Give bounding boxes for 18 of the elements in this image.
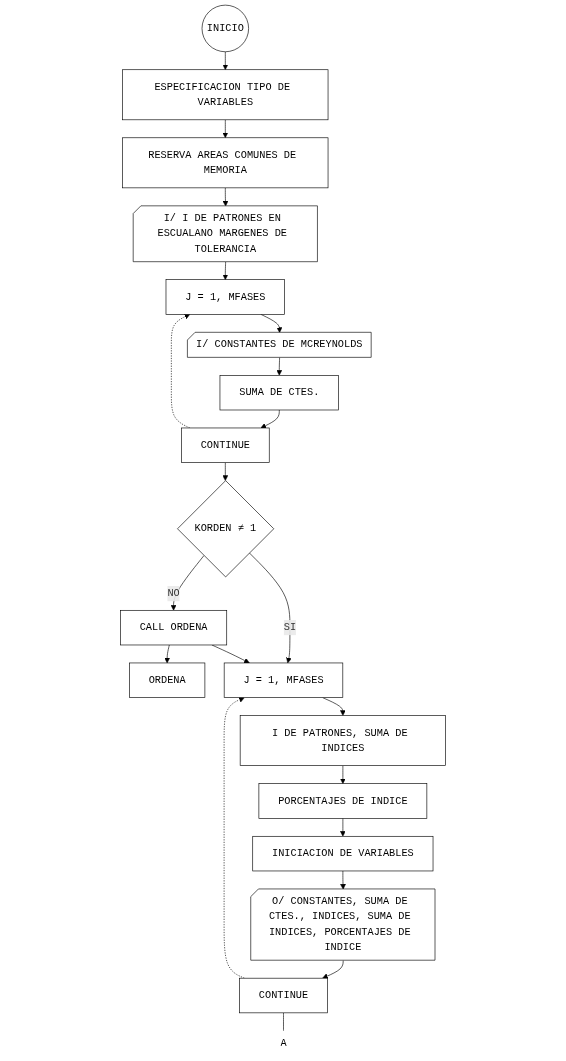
node-text: A bbox=[280, 1037, 287, 1050]
node-diamond: KORDEN ≠ 1 bbox=[177, 480, 275, 578]
connector bbox=[283, 1012, 284, 1032]
edge-label: NO bbox=[167, 587, 180, 600]
node-box: J = 1, MFASES bbox=[165, 279, 285, 315]
node-box: CONTINUE bbox=[239, 977, 328, 1014]
node-box: ESPECIFICACION TIPO DE VARIABLES bbox=[122, 69, 329, 121]
node-box: INICIACION DE VARIABLES bbox=[252, 835, 434, 872]
node-box: PORCENTAJES DE INDICE bbox=[258, 783, 428, 819]
node-box: I DE PATRONES, SUMA DE INDICES bbox=[239, 715, 446, 766]
node-box: CONTINUE bbox=[181, 427, 270, 463]
edge-label: SI bbox=[283, 621, 297, 634]
node-box: ORDENA bbox=[129, 662, 206, 698]
node-box: J = 1, MFASES bbox=[223, 662, 344, 698]
node-box: SUMA DE CTES. bbox=[219, 375, 339, 411]
node-box: CALL ORDENA bbox=[120, 610, 228, 646]
node-box: RESERVA AREAS COMUNES DE MEMORIA bbox=[122, 137, 329, 189]
node-circle: INICIO bbox=[201, 4, 249, 53]
